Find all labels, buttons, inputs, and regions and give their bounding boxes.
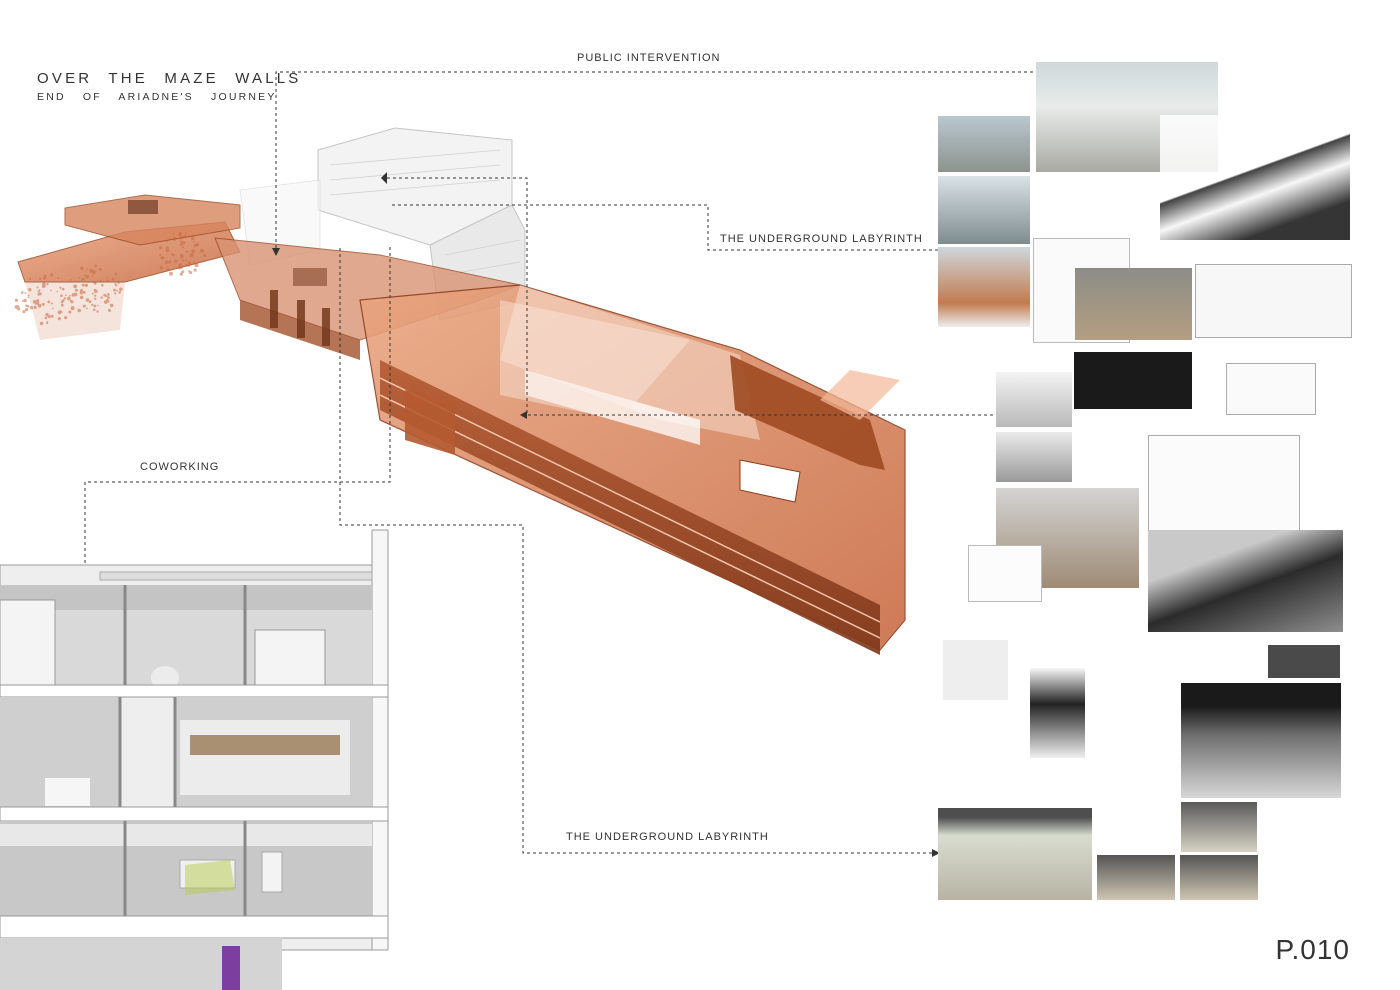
tree-cloud: [14, 231, 207, 326]
render-thumbnail: [938, 176, 1030, 244]
label-underground-labyrinth-bottom: THE UNDERGROUND LABYRINTH: [566, 831, 769, 843]
title-block: OVER THE MAZE WALLS END OF ARIADNE'S JOU…: [37, 70, 302, 103]
render-thumbnail: [1074, 352, 1192, 409]
render-thumbnail: [1075, 268, 1192, 340]
render-thumbnail: [1097, 855, 1175, 900]
page-title: OVER THE MAZE WALLS: [37, 70, 302, 87]
render-thumbnail: [996, 372, 1072, 427]
render-thumbnail: [938, 808, 1092, 900]
render-thumbnail: [1180, 855, 1258, 900]
render-thumbnail: [1268, 645, 1340, 678]
render-thumbnail: [1181, 683, 1341, 798]
central-spine: [214, 237, 522, 360]
render-thumbnail: [938, 247, 1030, 327]
drawing-thumbnail: [1148, 435, 1300, 542]
label-underground-labyrinth-top: THE UNDERGROUND LABYRINTH: [720, 233, 923, 245]
leader-lines: [84, 71, 1035, 854]
arrowheads: [272, 172, 940, 857]
label-public-intervention: PUBLIC INTERVENTION: [577, 52, 721, 64]
page-subtitle: END OF ARIADNE'S JOURNEY: [37, 91, 277, 103]
drawing-thumbnail: [1226, 363, 1316, 415]
sketch-thumbnail: [1160, 115, 1350, 240]
page-number: P.010: [1275, 934, 1350, 965]
render-thumbnail: [938, 116, 1030, 172]
render-thumbnail: [1148, 530, 1343, 632]
main-block: [359, 284, 906, 655]
sketch-thumbnail: [943, 640, 1008, 700]
label-coworking: COWORKING: [140, 461, 220, 473]
drawing-thumbnail: [968, 545, 1042, 602]
sketch-thumbnail: [1030, 668, 1085, 758]
drawing-thumbnail: [1195, 264, 1352, 338]
render-thumbnail: [996, 432, 1072, 482]
existing-building: [239, 127, 526, 321]
glass-plane: [500, 300, 690, 420]
render-thumbnail: [1181, 802, 1257, 852]
